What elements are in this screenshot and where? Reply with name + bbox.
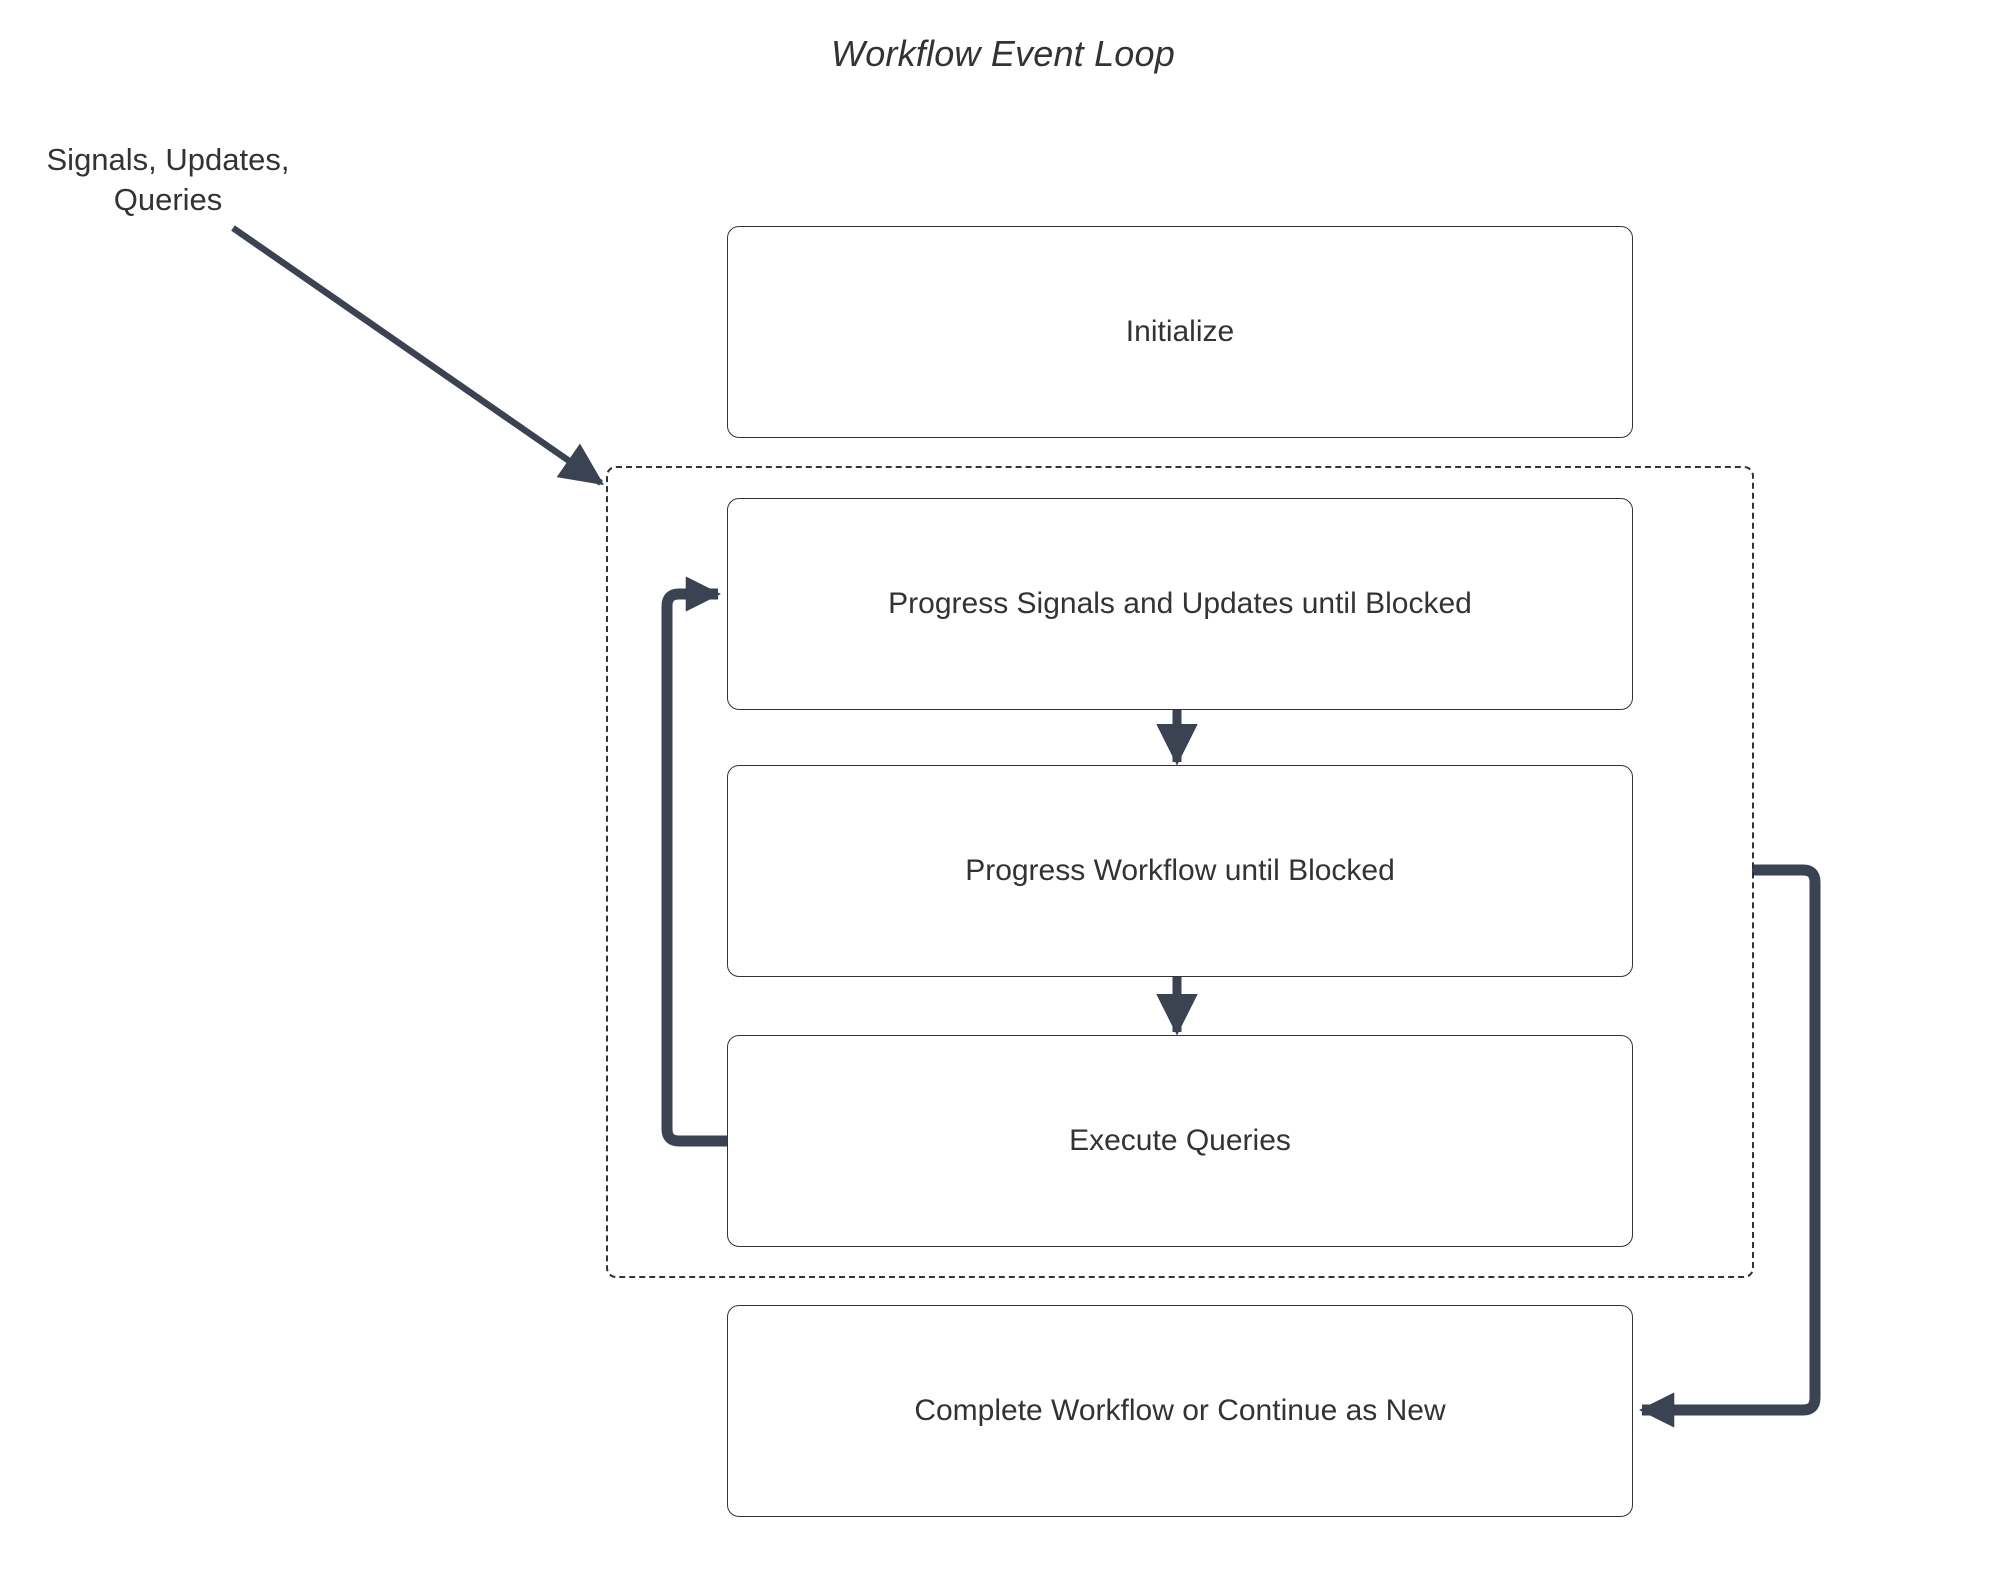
node-progress-workflow[interactable]: Progress Workflow until Blocked (727, 765, 1633, 977)
node-initialize[interactable]: Initialize (727, 226, 1633, 438)
node-execute-queries[interactable]: Execute Queries (727, 1035, 1633, 1247)
external-input-label: Signals, Updates, Queries (46, 142, 290, 217)
page-title: Workflow Event Loop (831, 33, 1175, 74)
edge-signals-to-loop (231, 225, 605, 486)
node-complete-workflow[interactable]: Complete Workflow or Continue as New (727, 1305, 1633, 1517)
event-loop-container (606, 466, 1754, 1278)
node-progress-signals-and-updates[interactable]: Progress Signals and Updates until Block… (727, 498, 1633, 710)
